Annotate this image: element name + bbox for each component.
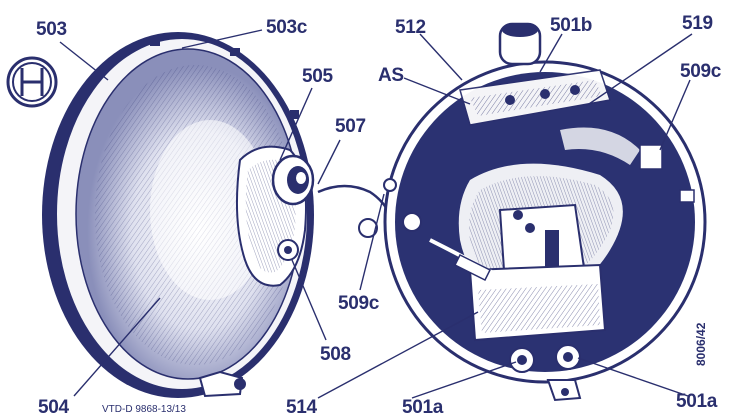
leader-501a-right xyxy=(577,357,689,397)
leader-501a-left xyxy=(411,361,517,399)
label-507: 507 xyxy=(335,116,366,137)
label-508: 508 xyxy=(320,344,351,365)
side-reference: 8006/42 xyxy=(694,322,708,366)
label-509c-right: 509c xyxy=(680,61,722,82)
leader-509c-left xyxy=(359,193,385,291)
leader-AS xyxy=(403,77,471,105)
bosch-logo-icon xyxy=(6,56,58,108)
leader-503 xyxy=(59,41,109,81)
leader-lines xyxy=(59,29,693,399)
leader-508 xyxy=(291,259,327,341)
housing-assembly xyxy=(358,22,707,402)
label-AS: AS xyxy=(378,65,404,86)
leader-503c xyxy=(181,29,263,49)
footer-reference: VTD-D 9868-13/13 xyxy=(102,404,186,415)
label-501a-right: 501a xyxy=(676,391,718,412)
label-501a-left: 501a xyxy=(402,397,444,418)
reflector-assembly xyxy=(42,32,397,398)
label-503c: 503c xyxy=(266,17,308,38)
label-503: 503 xyxy=(36,19,67,40)
label-505: 505 xyxy=(302,66,333,87)
label-509c-left: 509c xyxy=(338,293,380,314)
leader-512 xyxy=(419,33,463,81)
leader-501b xyxy=(539,33,563,73)
label-501b: 501b xyxy=(550,15,593,36)
label-519: 519 xyxy=(682,13,713,34)
leader-514 xyxy=(317,311,479,399)
leader-505 xyxy=(279,87,313,161)
leader-519 xyxy=(585,33,693,107)
label-512: 512 xyxy=(395,17,426,38)
leader-509c-right xyxy=(659,79,691,151)
label-504: 504 xyxy=(38,397,69,418)
leader-507 xyxy=(317,139,341,185)
label-514: 514 xyxy=(286,397,317,418)
leader-504 xyxy=(73,297,161,397)
